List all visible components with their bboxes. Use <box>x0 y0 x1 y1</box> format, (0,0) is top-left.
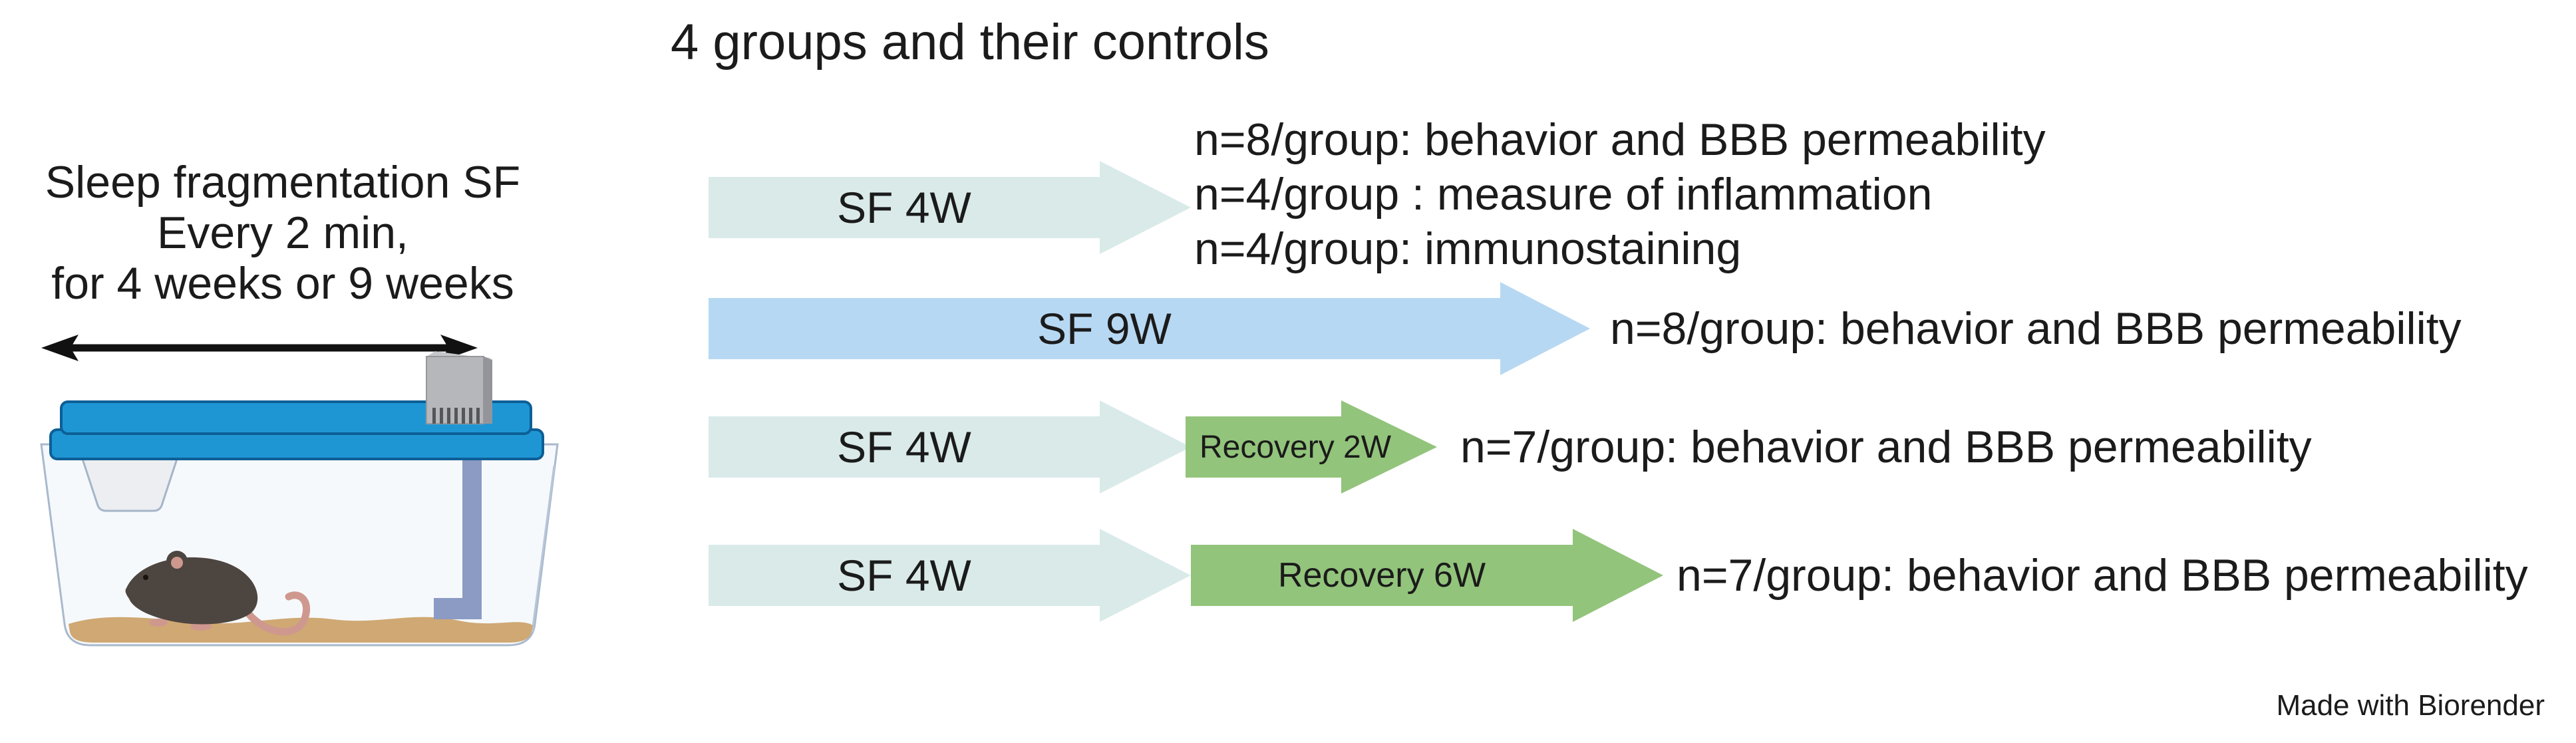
sf-9w-arrow-shape <box>709 282 1590 375</box>
row3-results: n=7/group: behavior and BBB permeability <box>1460 420 2312 474</box>
recovery-2w-label: Recovery 2W <box>1199 429 1392 465</box>
row4-results: n=7/group: behavior and BBB permeability <box>1677 548 2528 603</box>
mouse-eye <box>143 575 148 580</box>
row1-results: n=8/group: behavior and BBB permeability… <box>1194 112 2046 276</box>
row2-results: n=8/group: behavior and BBB permeability <box>1610 301 2462 356</box>
recovery-6w-arrow-shape <box>1191 529 1663 622</box>
result-text: n=4/group : measure of inflammation <box>1194 169 1933 220</box>
sf-9w-arrow <box>709 282 1590 375</box>
mouse-ear-inner <box>171 557 183 569</box>
recovery-6w-label: Recovery 6W <box>1277 556 1486 595</box>
recovery-2w-arrow <box>1186 400 1437 494</box>
sf-4w-label-row4: SF 4W <box>837 551 971 600</box>
page-title: 4 groups and their controls <box>671 14 1269 71</box>
sf-4w-arrow-row4 <box>709 529 1191 622</box>
mouse-front-foot <box>149 619 168 627</box>
sf-4w-arrow-row1 <box>709 161 1191 254</box>
sf-4w-arrow-shape <box>709 529 1191 622</box>
sf-4w-label-row3: SF 4W <box>837 422 971 472</box>
sf-4w-label-row1: SF 4W <box>837 183 971 232</box>
experiment-caption: Sleep fragmentation SF Every 2 min, for … <box>27 157 539 309</box>
result-text: n=8/group: behavior and BBB permeability <box>1194 114 2046 165</box>
cage-lid-upper <box>60 400 532 435</box>
sf-motor-device-icon <box>426 351 494 424</box>
result-text: n=8/group: behavior and BBB permeability <box>1610 303 2462 354</box>
cage-inner-wall <box>531 465 556 633</box>
sf-9w-label: SF 9W <box>1037 304 1172 353</box>
sweep-tube <box>434 439 482 619</box>
recovery-2w-arrow-shape <box>1186 400 1437 494</box>
device-top-face <box>426 351 494 359</box>
device-vent-slits <box>432 408 480 424</box>
caption-line-3: for 4 weeks or 9 weeks <box>51 258 514 309</box>
result-text: n=4/group: immunostaining <box>1194 223 1742 274</box>
sf-4w-arrow-shape <box>709 400 1191 494</box>
mouse-icon <box>125 551 311 636</box>
caption-line-1: Sleep fragmentation SF <box>45 157 521 208</box>
mouse-hind-foot <box>190 623 212 631</box>
result-text: n=7/group: behavior and BBB permeability <box>1677 550 2528 601</box>
mouse-tail <box>234 591 311 636</box>
result-text: n=7/group: behavior and BBB permeability <box>1460 422 2312 472</box>
sf-4w-arrow-row3 <box>709 400 1191 494</box>
caption-line-2: Every 2 min, <box>157 208 408 258</box>
sf-4w-arrow-shape <box>709 161 1191 254</box>
biorender-credit: Made with Biorender <box>2276 689 2545 722</box>
device-side-face <box>484 357 492 424</box>
mouse-cage-illustration <box>40 351 559 647</box>
water-hopper <box>80 454 180 512</box>
mouse-body <box>125 557 258 625</box>
recovery-6w-arrow <box>1191 529 1663 622</box>
